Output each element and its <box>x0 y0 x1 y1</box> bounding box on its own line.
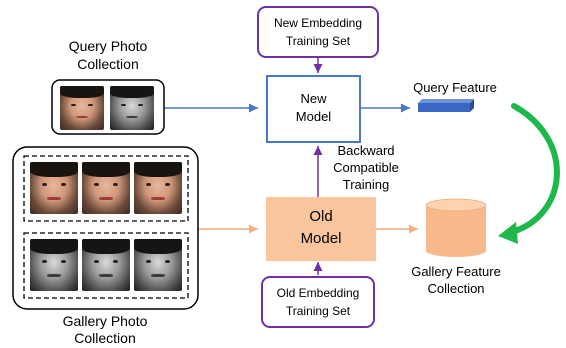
old-model-box: Old Model <box>266 197 376 261</box>
query-photo-face <box>60 86 104 130</box>
gallery-feature-label-2: Collection <box>427 281 485 296</box>
gallery-photo-face <box>134 162 182 214</box>
old-model-line-2: Model <box>300 230 342 247</box>
new-model-line-1: New <box>300 91 327 106</box>
new-embedding-line-1: New Embedding <box>273 16 363 30</box>
query-photo-face <box>110 86 154 130</box>
gallery-photo-face <box>134 239 182 291</box>
new-embedding-set-box: New Embedding Training Set <box>257 6 379 58</box>
backward-label-2: Compatible <box>333 160 399 175</box>
green-arrow-head <box>498 222 518 244</box>
old-model-line-1: Old <box>309 208 333 225</box>
gallery-photo-face <box>82 239 130 291</box>
gallery-feature-label-1: Gallery Feature <box>411 264 501 279</box>
gallery-photo-label-2: Collection <box>74 330 136 346</box>
new-model-line-2: Model <box>295 109 332 124</box>
gallery-photo-face <box>30 162 78 214</box>
gallery-photo-label-1: Gallery Photo <box>62 313 148 329</box>
old-embedding-line-2: Training Set <box>285 304 351 318</box>
gallery-group-bottom <box>23 232 189 299</box>
new-model-box: New Model <box>266 75 361 143</box>
backward-label-3: Training <box>342 177 390 192</box>
query-photo-label-2: Collection <box>77 56 139 72</box>
green-curve-arrow <box>509 103 560 235</box>
new-embedding-line-2: Training Set <box>285 34 351 48</box>
old-embedding-set-box: Old Embedding Training Set <box>261 276 375 328</box>
query-photo-label-1: Query Photo <box>68 38 148 54</box>
feature-vector-icon <box>418 99 474 112</box>
cylinder-icon <box>425 198 487 257</box>
backward-label-1: Backward <box>337 143 395 158</box>
query-feature-label: Query Feature <box>413 80 497 95</box>
gallery-photo-face <box>82 162 130 214</box>
gallery-photo-face <box>30 239 78 291</box>
gallery-group-top <box>23 155 189 222</box>
old-embedding-line-1: Old Embedding <box>276 286 360 300</box>
